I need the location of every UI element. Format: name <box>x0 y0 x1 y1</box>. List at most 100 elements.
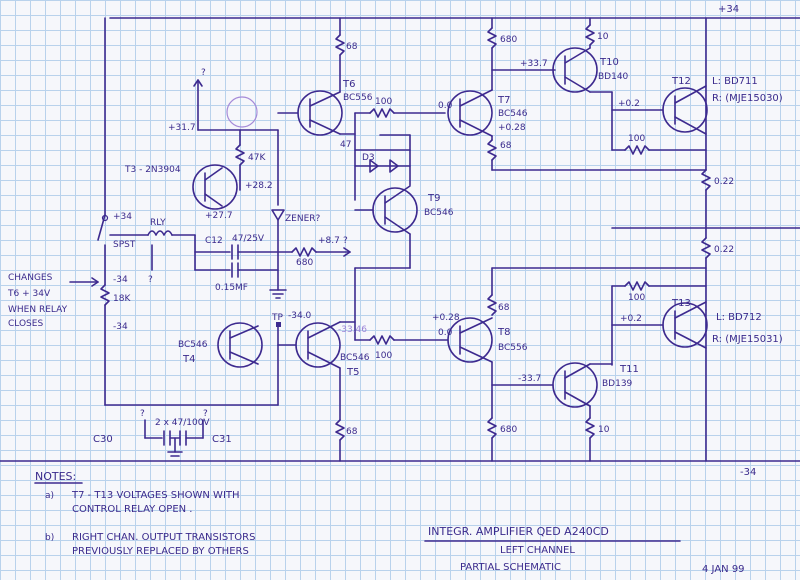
resistor-68-t8-label: 68 <box>498 303 510 313</box>
c31-q: ? <box>203 409 208 419</box>
v87-label: +8.7 <box>318 236 340 246</box>
switch-name-label: SPST <box>113 240 136 250</box>
resistor-18k <box>100 284 110 306</box>
t7-ve: +0.28 <box>498 123 526 133</box>
t9-transistor <box>372 187 418 233</box>
resistor-100-t5-label: 100 <box>375 351 392 361</box>
title-line-3: PARTIAL SCHEMATIC <box>460 562 561 573</box>
note-a-line-1: T7 - T13 VOLTAGES SHOWN WITH <box>71 490 240 501</box>
t3-top-arrow <box>193 79 203 87</box>
t6-part: BC556 <box>343 93 373 103</box>
t9-name: T9 <box>427 193 440 204</box>
resistor-022-b-label: 0.22 <box>714 245 734 255</box>
zener-label: ZENER? <box>285 214 321 224</box>
resistor-100-t6-label: 100 <box>375 97 392 107</box>
t8-transistor <box>447 317 493 363</box>
changes-note-2: T6 + 34V <box>7 289 51 299</box>
t7-part: BC546 <box>498 109 528 119</box>
resistor-10-t11-label: 10 <box>598 425 610 435</box>
t4-collector <box>229 325 259 339</box>
t5-tp-v: -34.0 <box>288 311 312 321</box>
resistor-68-t6-label: 68 <box>346 42 358 52</box>
v87-q: ? <box>343 236 348 246</box>
resistor-100-t12 <box>624 145 650 155</box>
t9-part: BC546 <box>424 208 454 218</box>
note-b-mark: b) <box>45 533 54 543</box>
t10-transistor <box>552 47 598 93</box>
resistor-100-t6 <box>369 108 395 118</box>
t10-v: +33.7 <box>520 59 548 69</box>
t7-vb: 0.0 <box>438 101 453 111</box>
t9-collector <box>384 185 411 204</box>
t9-emitter <box>384 216 411 235</box>
resistor-47k <box>235 144 245 166</box>
t13-collector <box>674 331 707 349</box>
resistor-100-t5 <box>369 335 395 345</box>
tp-marker <box>276 322 281 327</box>
c015-label: 0.15MF <box>215 283 248 293</box>
resistor-68-t5 <box>335 419 345 441</box>
t11-emitter <box>564 391 591 407</box>
resistor-680-t7-label: 680 <box>500 35 517 45</box>
resistor-100-t13 <box>624 281 650 291</box>
t10-name: T10 <box>599 57 619 68</box>
t11-part: BD139 <box>602 379 633 389</box>
note-a-line-2: CONTROL RELAY OPEN . <box>72 504 193 515</box>
changes-arrowhead <box>91 277 99 287</box>
t6-collector <box>309 119 341 135</box>
t12-transistor <box>662 87 708 133</box>
resistor-022-a-label: 0.22 <box>714 177 734 187</box>
resistor-022-a <box>701 169 711 191</box>
c30-value: 2 x 47/100V <box>155 418 210 428</box>
t11-transistor <box>552 362 598 408</box>
changes-note-1: CHANGES <box>8 273 53 283</box>
t11-collector <box>564 363 591 379</box>
c30-q: ? <box>140 409 145 419</box>
switch-plus-label: +34 <box>113 212 132 222</box>
t3-ve: +27.7 <box>205 211 233 221</box>
t13-name: T13 <box>671 298 691 309</box>
t11-v: -33.7 <box>518 374 541 384</box>
t5-part: BC546 <box>340 353 370 363</box>
resistor-680-t7 <box>487 27 497 49</box>
t10-emitter <box>564 47 591 64</box>
title-line-1: INTEGR. AMPLIFIER QED A240CD <box>428 525 609 538</box>
spst-switch <box>97 214 106 241</box>
t3-emitter <box>204 193 223 207</box>
t7-name: T7 <box>497 95 510 106</box>
resistor-100-t13-label: 100 <box>628 293 645 303</box>
t13-emitter <box>674 301 707 319</box>
t7-collector <box>459 89 493 107</box>
t3-vtop: +31.7 <box>168 123 196 133</box>
t3-name: T3 - 2N3904 <box>124 165 181 175</box>
c12-label: C12 <box>205 236 223 246</box>
c30-label: C30 <box>93 434 113 445</box>
note-a-mark: a) <box>45 491 54 501</box>
note-b-line-1: RIGHT CHAN. OUTPUT TRANSISTORS <box>72 532 255 543</box>
ground-symbol <box>269 289 287 299</box>
t4-part: BC546 <box>178 340 208 350</box>
resistor-022-b <box>701 237 711 259</box>
t5-pencil-v: -33.46 <box>338 325 367 335</box>
t8-collector <box>459 346 493 363</box>
v87-arrow <box>343 247 351 257</box>
t5-emitter <box>307 351 341 369</box>
t3-transistor <box>192 164 238 210</box>
t12-emitter <box>674 116 707 135</box>
t12-part-l: L: BD711 <box>712 76 758 87</box>
resistor-10-t11 <box>585 417 595 439</box>
resistor-68-t8 <box>487 294 497 316</box>
title-date: 4 JAN 99 <box>702 564 745 575</box>
positive-rail-label: +34 <box>718 4 739 15</box>
resistor-680-t8-label: 680 <box>500 425 517 435</box>
t10-collector <box>564 76 591 93</box>
t8-part: BC556 <box>498 343 528 353</box>
t7-emitter <box>459 119 493 137</box>
t6-emitter <box>309 91 341 107</box>
relay-label: RLY <box>150 218 166 228</box>
t12-part-r: R: (MJE15030) <box>712 93 783 104</box>
c31-label: C31 <box>212 434 232 445</box>
t13-transistor <box>662 302 708 348</box>
resistor-68-t7 <box>487 139 497 161</box>
